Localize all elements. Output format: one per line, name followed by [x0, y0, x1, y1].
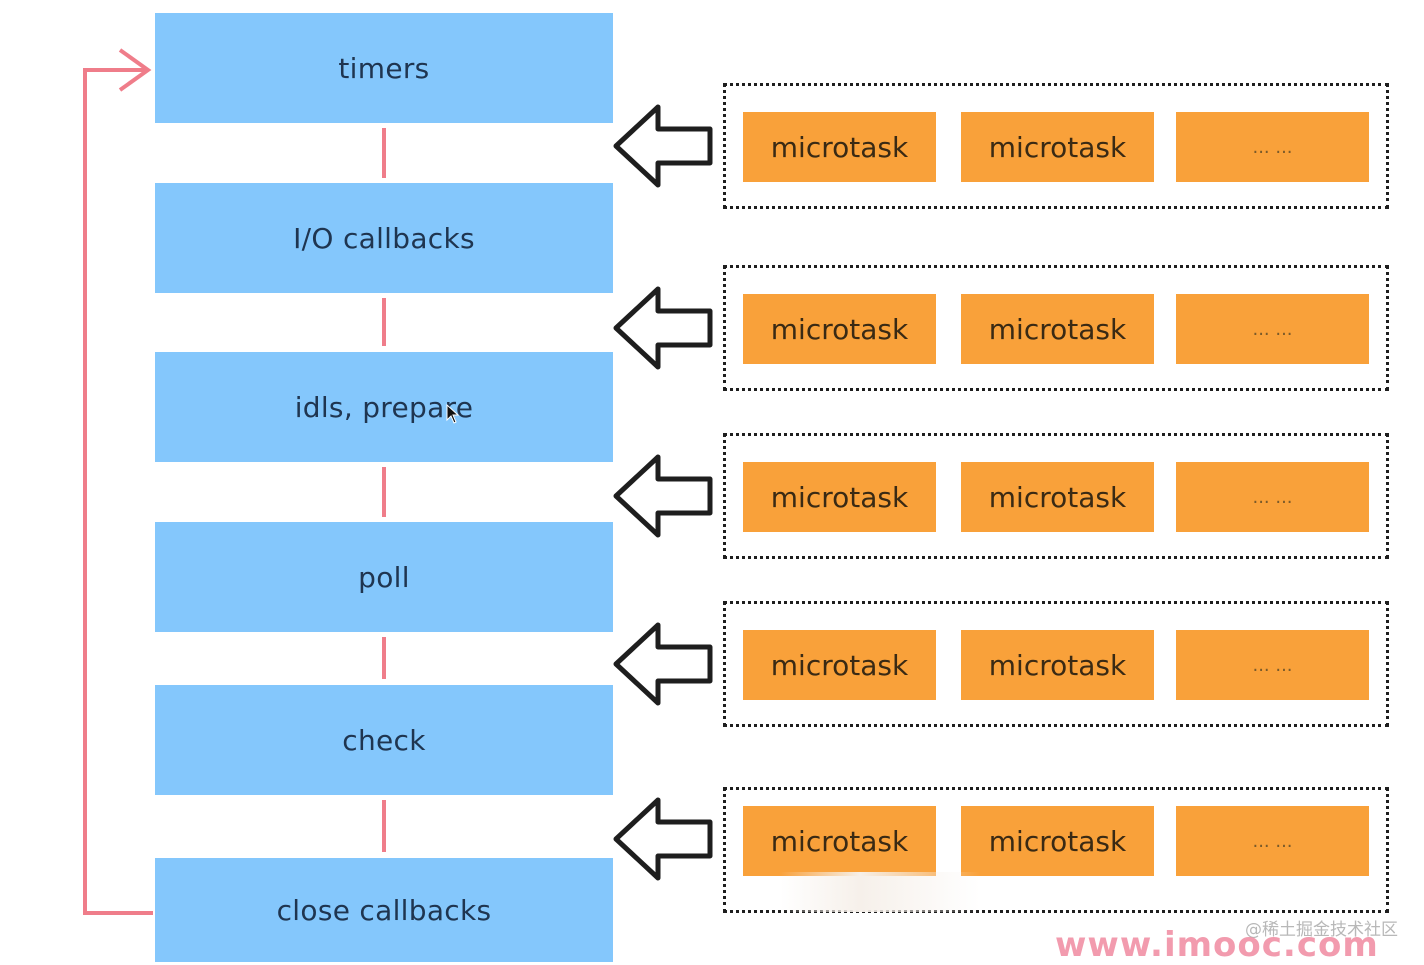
- microtask-queue: microtask microtask ... ...: [723, 83, 1389, 209]
- microtask-box: microtask: [743, 806, 936, 876]
- phase-label: timers: [338, 51, 430, 85]
- phase-label: poll: [358, 560, 410, 594]
- microtask-more-box: ... ...: [1176, 462, 1369, 532]
- community-watermark: @稀土掘金技术社区: [1245, 920, 1398, 940]
- microtask-more-box: ... ...: [1176, 630, 1369, 700]
- loop-line-top: [83, 68, 147, 72]
- microtask-queue: microtask microtask ... ...: [723, 433, 1389, 559]
- mouse-cursor-icon: [446, 404, 460, 424]
- phase-connector: [382, 800, 386, 852]
- microtask-label: microtask: [770, 130, 909, 164]
- phase-poll: poll: [155, 522, 613, 632]
- loop-line-bottom: [83, 911, 153, 915]
- phase-connector: [382, 467, 386, 517]
- phase-timers: timers: [155, 13, 613, 123]
- phase-check: check: [155, 685, 613, 795]
- left-arrow-icon: [613, 454, 713, 538]
- phase-label: idls, prepare: [294, 390, 474, 424]
- phase-close-callbacks: close callbacks: [155, 858, 613, 962]
- left-arrow-icon: [613, 286, 713, 370]
- phase-label: I/O callbacks: [293, 221, 475, 255]
- microtask-box: microtask: [743, 112, 936, 182]
- microtask-more-box: ... ...: [1176, 112, 1369, 182]
- microtask-more-box: ... ...: [1176, 294, 1369, 364]
- microtask-box: microtask: [961, 630, 1154, 700]
- microtask-label: ... ...: [1252, 318, 1293, 340]
- phase-io-callbacks: I/O callbacks: [155, 183, 613, 293]
- microtask-box: microtask: [961, 462, 1154, 532]
- phase-connector: [382, 128, 386, 178]
- left-arrow-icon: [613, 104, 713, 188]
- microtask-label: microtask: [988, 648, 1127, 682]
- microtask-label: ... ...: [1252, 486, 1293, 508]
- microtask-label: microtask: [770, 312, 909, 346]
- microtask-label: ... ...: [1252, 654, 1293, 676]
- microtask-box: microtask: [961, 112, 1154, 182]
- microtask-more-box: ... ...: [1176, 806, 1369, 876]
- microtask-label: microtask: [770, 824, 909, 858]
- microtask-queue: microtask microtask ... ...: [723, 787, 1389, 913]
- site-watermark: www.imooc.com: [1055, 925, 1379, 965]
- left-arrow-icon: [613, 622, 713, 706]
- phase-connector: [382, 637, 386, 679]
- microtask-label: microtask: [988, 312, 1127, 346]
- phase-connector: [382, 298, 386, 346]
- left-arrow-icon: [613, 797, 713, 881]
- microtask-box: microtask: [743, 294, 936, 364]
- microtask-box: microtask: [961, 294, 1154, 364]
- phase-label: check: [342, 723, 426, 757]
- phase-label: close callbacks: [276, 893, 492, 927]
- microtask-label: microtask: [988, 824, 1127, 858]
- microtask-queue: microtask microtask ... ...: [723, 265, 1389, 391]
- microtask-label: microtask: [988, 130, 1127, 164]
- microtask-label: microtask: [770, 480, 909, 514]
- microtask-label: ... ...: [1252, 830, 1293, 852]
- microtask-label: microtask: [770, 648, 909, 682]
- microtask-label: ... ...: [1252, 136, 1293, 158]
- microtask-box: microtask: [743, 462, 936, 532]
- microtask-queue: microtask microtask ... ...: [723, 601, 1389, 727]
- microtask-box: microtask: [743, 630, 936, 700]
- microtask-label: microtask: [988, 480, 1127, 514]
- phase-idle-prepare: idls, prepare: [155, 352, 613, 462]
- loop-arrowhead-icon: [118, 48, 152, 92]
- video-blur-overlay: [780, 872, 980, 912]
- loop-line-vertical: [83, 68, 87, 914]
- microtask-box: microtask: [961, 806, 1154, 876]
